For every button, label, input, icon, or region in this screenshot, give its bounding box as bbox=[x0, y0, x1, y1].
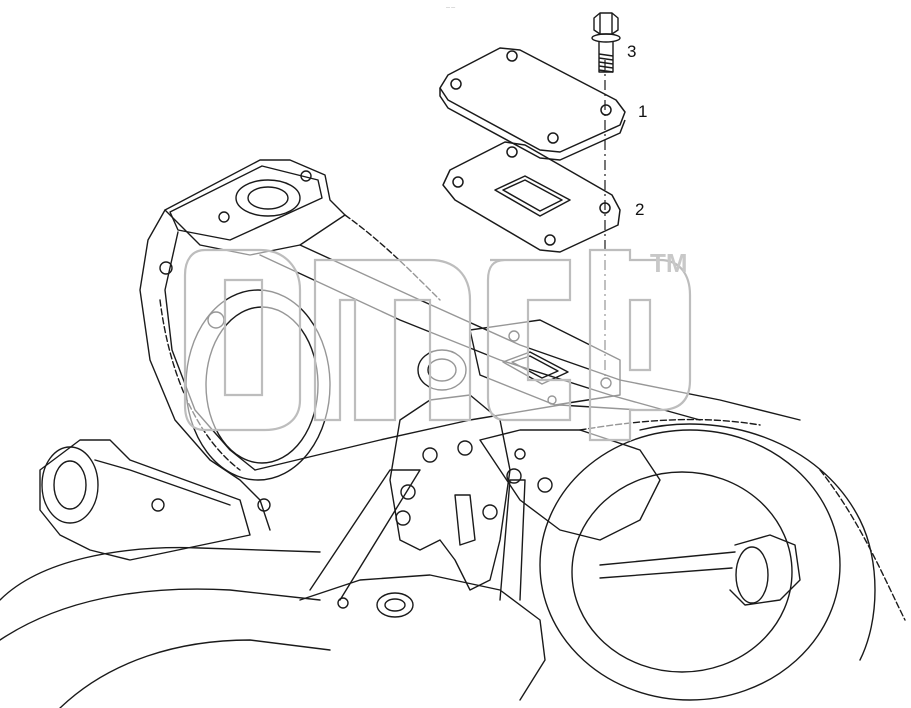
cover-plate-icon bbox=[439, 47, 626, 161]
hanger-hole-a bbox=[422, 447, 438, 463]
watermark-glyph-1 bbox=[183, 248, 302, 432]
gasket-window bbox=[494, 175, 571, 217]
lower-body-bore bbox=[376, 592, 414, 618]
cover-plate-top bbox=[439, 47, 626, 153]
watermark-glyph-3 bbox=[486, 258, 572, 422]
cover-plate-hole-c bbox=[600, 104, 612, 116]
bolt-flange bbox=[591, 33, 621, 43]
hanger-slot bbox=[454, 494, 476, 546]
cover-plate-edge bbox=[439, 88, 626, 161]
hanger-hole-b bbox=[457, 440, 473, 456]
gasket-hole-d bbox=[544, 234, 556, 246]
right-large-ring-inner bbox=[571, 471, 793, 673]
diagonal-strut-b bbox=[499, 479, 526, 601]
right-bracket-hole-a bbox=[506, 468, 522, 484]
left-side-wall bbox=[139, 209, 271, 531]
right-bracket-hole-b bbox=[537, 477, 553, 493]
hanger-hole-e bbox=[482, 504, 498, 520]
watermark-logo bbox=[183, 248, 692, 442]
cover-plate-hole-b bbox=[506, 50, 518, 62]
right-bracket bbox=[479, 429, 661, 541]
callout-item-3: 3 bbox=[627, 42, 636, 61]
bolt-shank bbox=[598, 42, 614, 73]
hanger-hole-d bbox=[395, 510, 411, 526]
callout-item-1: 1 bbox=[638, 102, 647, 121]
upper-bracket-outline bbox=[164, 159, 346, 256]
bolt-thread bbox=[598, 53, 614, 73]
right-shaft-end bbox=[735, 546, 769, 604]
axle-housing-assembly bbox=[0, 159, 906, 708]
gasket-hole-c bbox=[599, 202, 611, 214]
watermark-glyph-4 bbox=[588, 248, 692, 442]
gasket-hole-a bbox=[452, 176, 464, 188]
gasket-hole-b bbox=[506, 146, 518, 158]
upper-bracket-bore bbox=[235, 179, 301, 217]
left-wall-hole-a bbox=[159, 261, 173, 275]
callout-item-2: 2 bbox=[635, 200, 644, 219]
right-bracket-hole-c bbox=[514, 448, 526, 460]
lower-body-bore-inner bbox=[384, 598, 406, 612]
bolt-head bbox=[593, 12, 619, 35]
upper-bracket-top-face bbox=[169, 165, 323, 241]
right-ring-rim bbox=[639, 423, 876, 661]
lower-body-sweep-c bbox=[59, 639, 331, 708]
right-shaft bbox=[729, 534, 801, 606]
diagonal-strut-a bbox=[309, 469, 421, 601]
cover-plate-hole-d bbox=[547, 132, 559, 144]
left-arm-pin bbox=[151, 498, 165, 512]
right-large-ring bbox=[539, 429, 841, 701]
lower-body-base bbox=[299, 574, 546, 701]
gasket-window-inner bbox=[502, 179, 563, 212]
hanger-hole-c bbox=[400, 484, 416, 500]
lower-body-sweep-b bbox=[0, 588, 321, 641]
left-wall-hole-b bbox=[257, 498, 271, 512]
upper-bracket-hole-a bbox=[218, 211, 230, 223]
upper-bracket-bore-inner bbox=[247, 186, 289, 210]
right-ring-rim-dashed bbox=[819, 469, 906, 621]
left-arm-cap-inner bbox=[53, 460, 87, 510]
watermark-glyph-2 bbox=[313, 258, 472, 422]
left-lower-arm bbox=[39, 439, 251, 561]
right-shaft-rod bbox=[599, 551, 736, 579]
lower-body-sweep-a bbox=[0, 546, 321, 601]
gasket-icon bbox=[442, 141, 621, 253]
left-arm-cap bbox=[41, 446, 99, 524]
cover-plate-hole-a bbox=[450, 78, 462, 90]
bolt-icon bbox=[591, 12, 621, 73]
header-tiny-mark: — — bbox=[446, 4, 455, 9]
upper-bracket-hole-b bbox=[300, 170, 312, 182]
left-lower-arm-top bbox=[94, 459, 231, 506]
lower-body-hole bbox=[337, 597, 349, 609]
watermark-trademark: TM bbox=[650, 248, 688, 278]
gasket-outline bbox=[442, 141, 621, 253]
